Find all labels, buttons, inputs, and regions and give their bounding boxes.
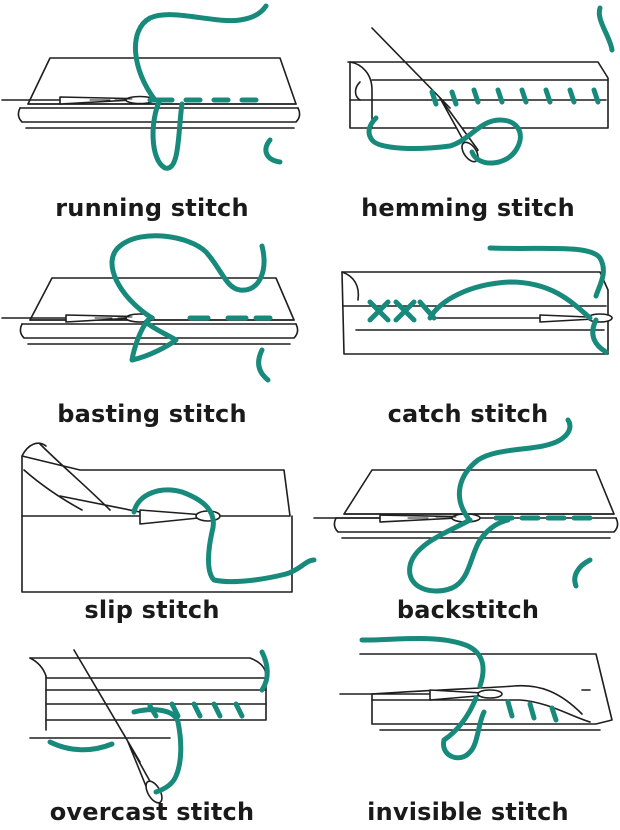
invisible-stitch-label: invisible stitch [367,798,569,826]
running-stitch-thread [132,3,283,171]
overcast-stitch-thread [47,649,270,795]
invisible-stitch-illustration [339,636,613,761]
overcast-stitch-illustration [29,649,270,804]
invisible-stitch-thread [359,636,559,761]
hemming-stitch-thread [366,5,615,166]
slip-stitch-label: slip stitch [84,596,220,624]
catch-stitch-thread [367,245,609,355]
backstitch-illustration [313,417,619,594]
running-stitch-illustration [1,3,301,171]
basting-stitch-thread [109,233,273,383]
overcast-stitch-label: overcast stitch [49,798,255,826]
running-stitch-label: running stitch [55,194,249,222]
catch-stitch-illustration [341,245,613,355]
slip-stitch-thread [131,487,317,585]
hemming-stitch-label: hemming stitch [361,194,575,222]
basting-stitch-label: basting stitch [57,400,247,428]
catch-stitch-label: catch stitch [387,400,549,428]
hemming-stitch-illustration [347,5,615,166]
backstitch-label: backstitch [396,596,540,624]
slip-stitch-illustration [21,442,317,593]
backstitch-thread [407,417,593,594]
basting-stitch-illustration [1,233,299,383]
